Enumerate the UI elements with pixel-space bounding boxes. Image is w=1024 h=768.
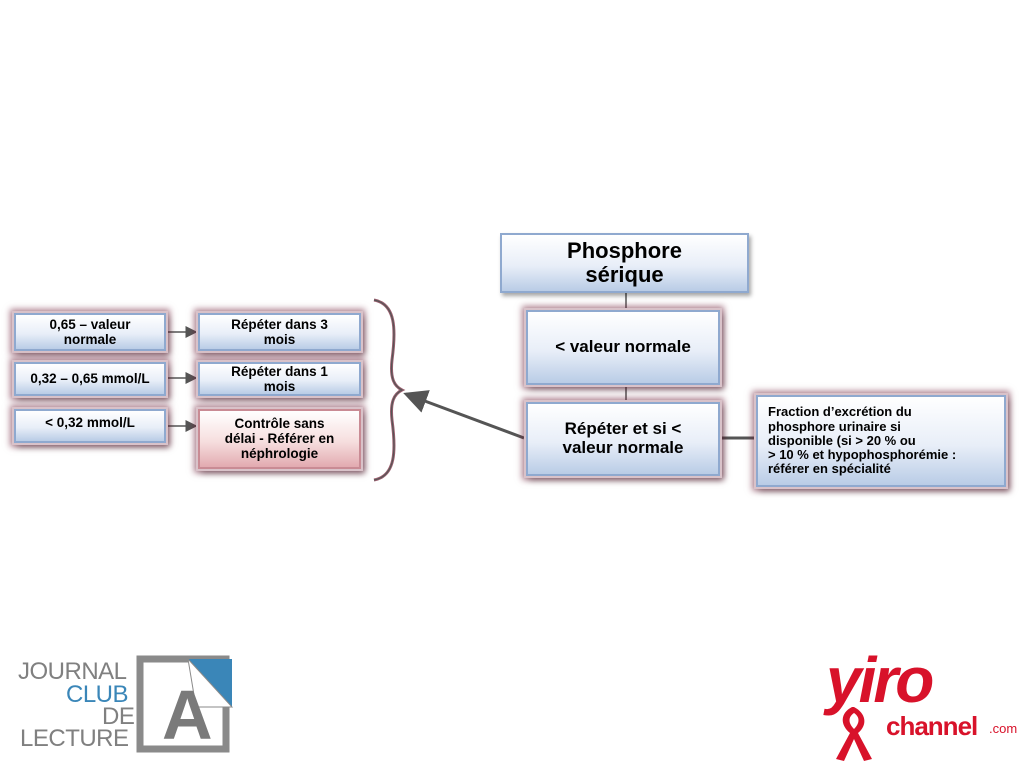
right-line-3: disponible (si > 20 % ou [768, 432, 916, 448]
logo-lecture-word: LECTURE [20, 725, 129, 752]
journal-club-letter: A [162, 676, 213, 754]
logo-journal-word: JOURNAL [18, 658, 127, 685]
action-2-line-2: mois [263, 378, 296, 394]
logo-club-word: CLUB [66, 681, 129, 708]
phosphore-serique-box: Phosphore sérique [500, 233, 749, 293]
fraction-excretion-box: Fraction d’excrétion du phosphore urinai… [756, 395, 1006, 487]
title-line-2: sérique [585, 262, 664, 287]
range-box-3: < 0,32 mmol/L [14, 409, 166, 443]
action-3-line-3: néphrologie [240, 445, 319, 461]
yiro-channel-logo: yiro channel .com [826, 648, 1022, 763]
repeat-if-below-box: Répéter et si < valeur normale [526, 402, 720, 476]
range-1-line-2: normale [63, 331, 117, 347]
arrow-repeat-to-brace [403, 390, 525, 440]
logo-yiro-word: yiro [826, 644, 934, 716]
below-normal-box: < valeur normale [526, 310, 720, 385]
range-1-line-1: 0,65 – valeur [49, 317, 131, 332]
action-1-line-1: Répéter dans 3 [231, 317, 328, 332]
repeat-line-1: Répéter et si < [564, 419, 682, 439]
range-box-1: 0,65 – valeur normale [14, 313, 166, 351]
right-line-2: phosphore urinaire si [768, 418, 901, 434]
action-box-2: Répéter dans 1 mois [198, 362, 361, 396]
right-line-4: > 10 % et hypophosphorémie : [768, 447, 957, 463]
right-line-1: Fraction d’excrétion du [768, 404, 912, 420]
curly-brace [373, 298, 406, 482]
action-3-line-2: délai - Référer en [224, 430, 335, 446]
red-ribbon-icon [836, 707, 872, 761]
logo-channel-word: channel [886, 711, 978, 741]
logo-de-word: DE [102, 703, 135, 730]
repeat-line-2: valeur normale [562, 438, 684, 457]
below-normal-label: < valeur normale [555, 337, 691, 357]
title-line-1: Phosphore [567, 237, 682, 263]
right-line-5: référer en spécialité [768, 461, 891, 477]
range-3-line-1: < 0,32 mmol/L [45, 415, 135, 430]
journal-club-logo: JOURNAL CLUB DE LECTURE A [18, 655, 248, 755]
range-box-2: 0,32 – 0,65 mmol/L [14, 362, 166, 396]
action-1-line-2: mois [263, 331, 296, 347]
action-3-line-1: Contrôle sans [234, 416, 325, 431]
logo-com-word: .com [989, 721, 1018, 736]
journal-club-page-icon: A [136, 655, 234, 754]
action-box-1: Répéter dans 3 mois [198, 313, 361, 351]
range-2-line-1: 0,32 – 0,65 mmol/L [30, 370, 150, 386]
action-box-3: Contrôle sans délai - Référer en néphrol… [198, 409, 361, 469]
action-2-line-1: Répéter dans 1 [231, 364, 328, 379]
